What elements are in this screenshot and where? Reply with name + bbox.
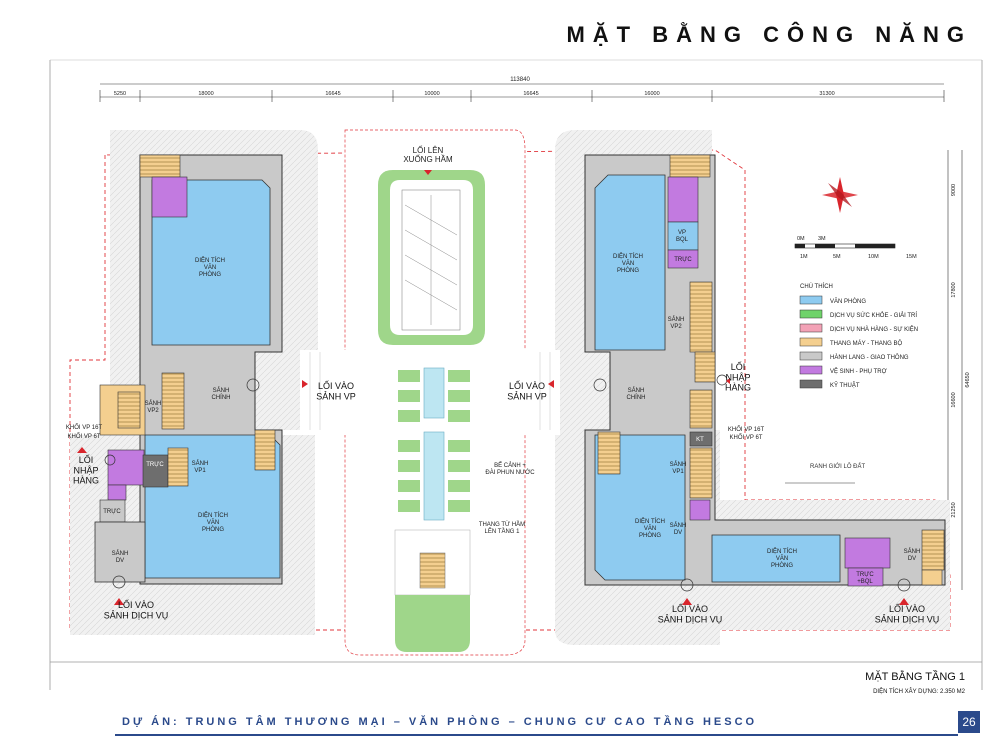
scale-5m: 5M (833, 254, 841, 260)
legend-swatch (799, 309, 823, 319)
plan-area: DIỆN TÍCH XÂY DỰNG: 2.350 M2 (873, 687, 966, 695)
dim-right-1: 9000 (951, 184, 957, 196)
scale-10m: 10M (868, 254, 879, 260)
dim-seg-2: 18000 (198, 91, 213, 97)
scale-15m: 15M (906, 254, 917, 260)
legend-swatch (799, 323, 823, 333)
dim-seg-4: 10000 (424, 91, 439, 97)
dim-seg-3: 16645 (325, 91, 340, 97)
page-number: 26 (958, 711, 980, 733)
scale-1m: 1M (800, 254, 808, 260)
legend-swatch (799, 351, 823, 361)
fountain-label: BỂ CẢNH +ĐÀI PHUN NƯỚC (485, 462, 535, 476)
block-16-right: KHỐI VP 16T (728, 426, 765, 433)
dim-right-4: 21250 (951, 502, 957, 517)
legend-swatch (799, 337, 823, 347)
kt-label: KT (696, 437, 704, 443)
dim-right-total: 64650 (965, 372, 971, 387)
dim-total: 113840 (510, 77, 530, 83)
block-6-right: KHỐI VP 6T (730, 434, 763, 441)
legend-label: HÀNH LANG - GIAO THÔNG (830, 354, 909, 361)
dim-seg-5: 16645 (523, 91, 538, 97)
footer-project: DỰ ÁN: TRUNG TÂM THƯƠNG MẠI – VĂN PHÒNG … (122, 716, 758, 728)
legend-swatch (799, 379, 823, 389)
dim-seg-1: 5250 (114, 91, 126, 97)
duty-right: TRỰC (674, 257, 692, 263)
duty-left-1: TRỰC (146, 462, 164, 468)
scale-3m: 3M (818, 236, 826, 242)
legend-label: VỆ SINH - PHỤ TRỢ (830, 367, 887, 375)
page-title: MẶT BẰNG CÔNG NĂNG (566, 22, 972, 47)
legend-label: DỊCH VỤ NHÀ HÀNG - SỰ KIỆN (830, 325, 918, 333)
compass-icon (822, 177, 858, 213)
dim-seg-6: 16000 (644, 91, 659, 97)
legend-title: CHÚ THÍCH (800, 283, 833, 290)
legend-label: DỊCH VỤ SỨC KHỎE - GIẢI TRÍ (830, 312, 917, 319)
legend-label: KỸ THUẬT (830, 382, 860, 389)
dim-seg-7: 31300 (819, 91, 834, 97)
duty-bql: TRỰC+BQL (856, 572, 874, 585)
legend-label: THANG MÁY - THANG BỘ (830, 340, 902, 347)
duty-left-2: TRỰC (103, 509, 121, 515)
block-16-left: KHỐI VP 16T (66, 424, 103, 431)
boundary-label: RANH GIỚI LÔ ĐẤT (810, 463, 865, 470)
legend-swatch (799, 295, 823, 305)
scale-0m: 0M (797, 236, 805, 242)
plan-title: MẶT BẰNG TẦNG 1 (865, 670, 965, 683)
dim-right-2: 17800 (951, 282, 957, 297)
dim-right-3: 16600 (951, 392, 957, 407)
footer-line (115, 734, 958, 736)
block-6-left: KHỐI VP 6T (68, 433, 101, 440)
legend-label: VĂN PHÒNG (830, 298, 866, 305)
legend-swatch (799, 365, 823, 375)
